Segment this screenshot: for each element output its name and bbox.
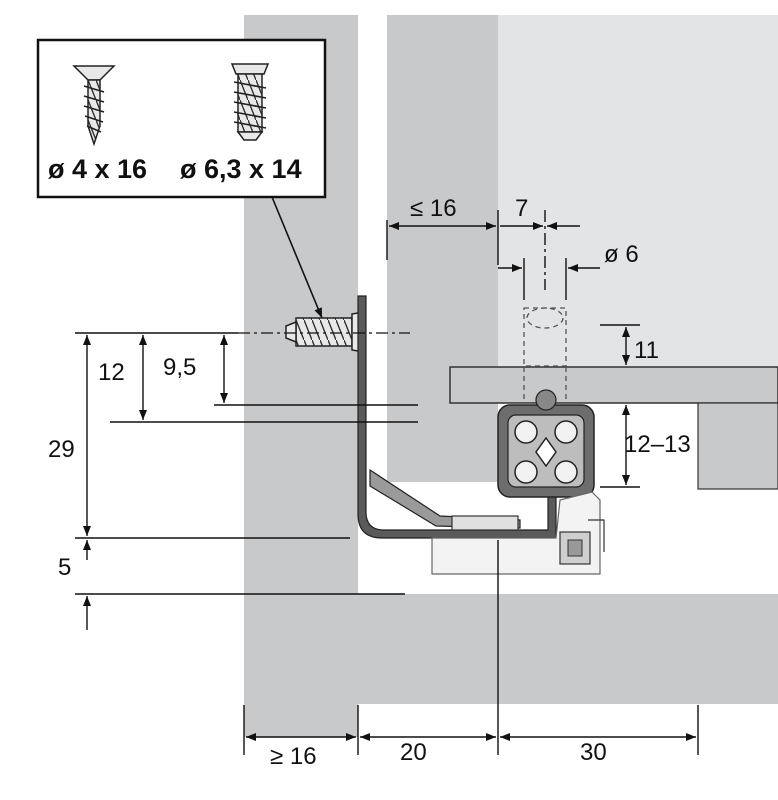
drawer-interior <box>498 15 778 367</box>
dim-label-20: 20 <box>400 739 427 766</box>
dim-label-diameter-6: ø 6 <box>604 241 639 268</box>
dimension-lines <box>75 210 699 755</box>
drawer-pin-outline <box>523 307 567 400</box>
dim-label-12: 12 <box>98 359 125 386</box>
dim-label-max-16: ≤ 16 <box>410 195 457 222</box>
runner-locking-clip <box>431 491 605 575</box>
wood-screw-icon <box>72 65 116 147</box>
drawer-side-panel <box>387 15 498 482</box>
dim-label-5: 5 <box>58 554 71 581</box>
drawer-bottom-plate <box>449 366 778 404</box>
dim-label-7: 7 <box>515 195 528 222</box>
dim-label-29: 29 <box>48 436 75 463</box>
screw-1-size-label: ø 4 x 16 <box>48 154 147 184</box>
dim-label-min-16: ≥ 16 <box>270 743 317 770</box>
dim-label-30: 30 <box>580 739 607 766</box>
drawer-back-block <box>697 402 778 490</box>
screw-2-size-label: ø 6,3 x 14 <box>180 154 302 184</box>
runner-roller-housing <box>497 389 595 498</box>
euro-screw-icon <box>230 63 270 141</box>
dim-label-9-5: 9,5 <box>163 354 196 381</box>
dim-label-11: 11 <box>634 337 659 364</box>
screw-pointer-line <box>271 196 323 319</box>
installed-screw-icon <box>285 311 365 353</box>
dim-label-12-13: 12–13 <box>624 431 691 458</box>
cabinet-bottom-panel <box>358 594 778 704</box>
